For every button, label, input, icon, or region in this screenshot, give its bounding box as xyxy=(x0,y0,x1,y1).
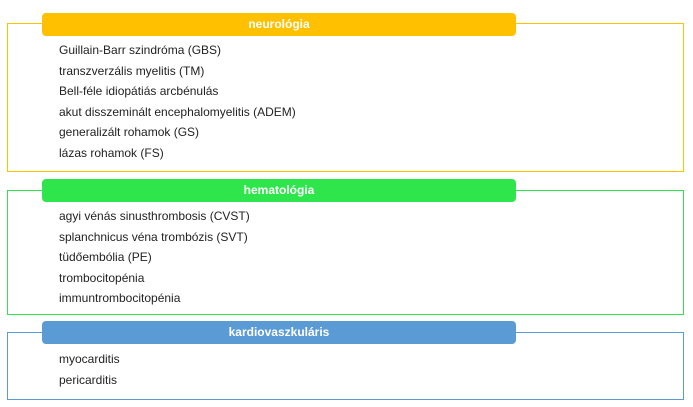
cardiovascular-list: myocarditis pericarditis xyxy=(59,349,120,390)
neurology-header: neurológia xyxy=(42,13,516,36)
neurology-list: Guillain-Barr szindróma (GBS) transzverz… xyxy=(59,40,296,163)
hematology-box xyxy=(7,190,684,315)
list-item: Guillain-Barr szindróma (GBS) xyxy=(59,43,222,57)
hematology-header: hematológia xyxy=(42,179,516,202)
list-item: Bell-féle idiopátiás arcbénulás xyxy=(59,84,219,98)
list-item: pericarditis xyxy=(59,372,118,387)
list-item: lázas rohamok (FS) xyxy=(59,145,164,160)
list-item: generalizált rohamok (GS) xyxy=(59,125,200,139)
list-item: splanchnicus véna trombózis (SVT) xyxy=(59,229,248,244)
list-item: akut disszeminált encephalomyelitis (ADE… xyxy=(59,104,296,119)
list-item: agyi vénás sinusthrombosis (CVST) xyxy=(59,209,250,223)
list-item: trombocitopénia xyxy=(59,270,145,285)
hematology-list: agyi vénás sinusthrombosis (CVST) splanc… xyxy=(59,206,250,309)
list-item: immuntrombocitopénia xyxy=(59,291,181,305)
list-item: tüdőembólia (PE) xyxy=(59,250,152,264)
neurology-box xyxy=(7,23,684,172)
list-item: myocarditis xyxy=(59,352,120,366)
list-item: transzverzális myelitis (TM) xyxy=(59,63,205,78)
cardiovascular-header: kardiovaszkuláris xyxy=(42,321,516,344)
